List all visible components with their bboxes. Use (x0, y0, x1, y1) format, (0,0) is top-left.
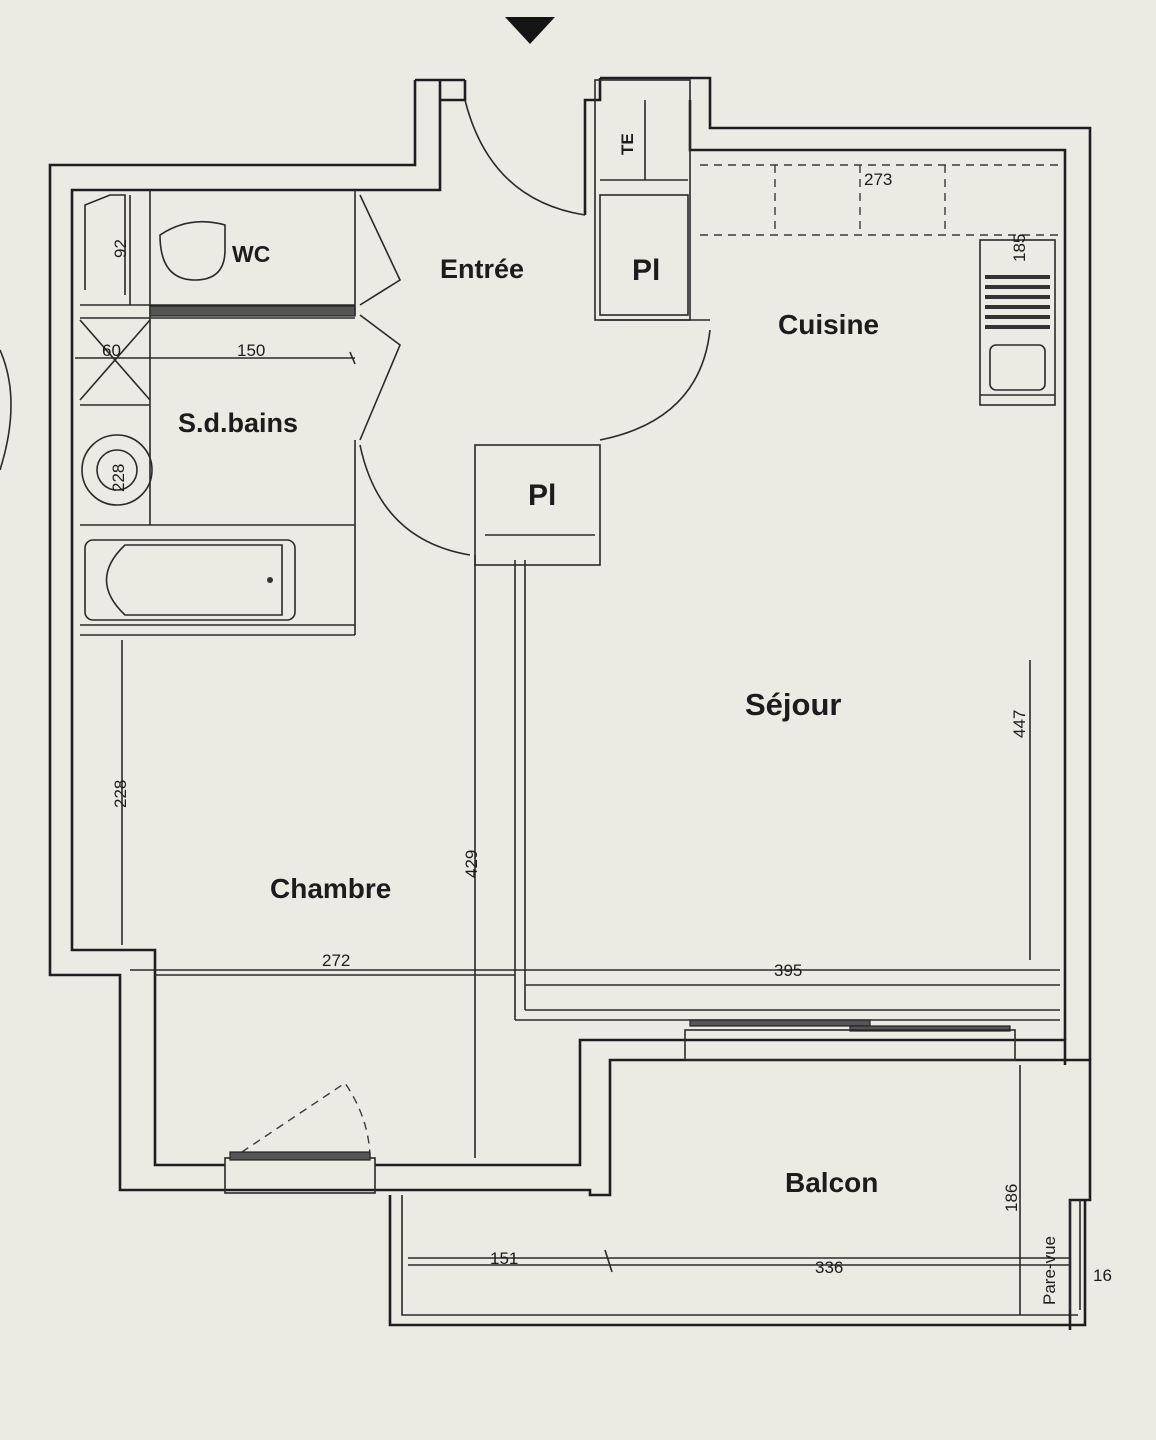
room-label-wc: WC (232, 241, 270, 267)
doors (224, 99, 1016, 1194)
dim-sdb-small: 60 (102, 341, 121, 360)
dim-pare-vue-width: 16 (1093, 1266, 1112, 1285)
washbasin-icon (81, 434, 153, 506)
dim-corridor-height: 429 (462, 850, 481, 878)
dim-balcon-width: 336 (815, 1258, 843, 1277)
dim-chambre-height: 228 (111, 780, 130, 808)
outer-walls (48, 76, 1092, 1330)
wc-toilet-icon (159, 220, 226, 281)
room-label-sdb: S.d.bains (178, 408, 298, 438)
bathtub-icon (84, 539, 296, 621)
label-pare-vue: Pare-vue (1040, 1236, 1059, 1305)
orientation-arrow-icon (505, 17, 555, 44)
room-label-chambre: Chambre (270, 873, 391, 904)
dim-chambre-width: 272 (322, 951, 350, 970)
room-label-placard-2: Pl (528, 479, 556, 512)
room-label-placard-1: Pl (632, 254, 660, 287)
dim-balcon-depth: 186 (1002, 1184, 1021, 1212)
room-label-balcon: Balcon (785, 1167, 878, 1198)
dim-wc-depth: 92 (111, 239, 130, 258)
room-label-sejour: Séjour (745, 687, 841, 722)
edge-curve (0, 349, 12, 471)
stove-icon (985, 275, 1050, 329)
dim-kitchen-width: 273 (864, 170, 892, 189)
dimension-lines (75, 351, 1070, 1273)
room-label-entree: Entrée (440, 254, 524, 284)
interior-walls (79, 79, 1060, 1158)
dim-kitchen-counter: 185 (1010, 234, 1029, 262)
dim-balcon-left: 151 (490, 1249, 518, 1268)
room-label-te: TE (618, 133, 637, 155)
dim-sdb-round: 228 (109, 464, 128, 492)
dim-sdb-width: 150 (237, 341, 265, 360)
dim-sejour-height: 447 (1010, 710, 1029, 738)
room-label-cuisine: Cuisine (778, 309, 879, 340)
dim-sejour-width: 395 (774, 961, 802, 980)
